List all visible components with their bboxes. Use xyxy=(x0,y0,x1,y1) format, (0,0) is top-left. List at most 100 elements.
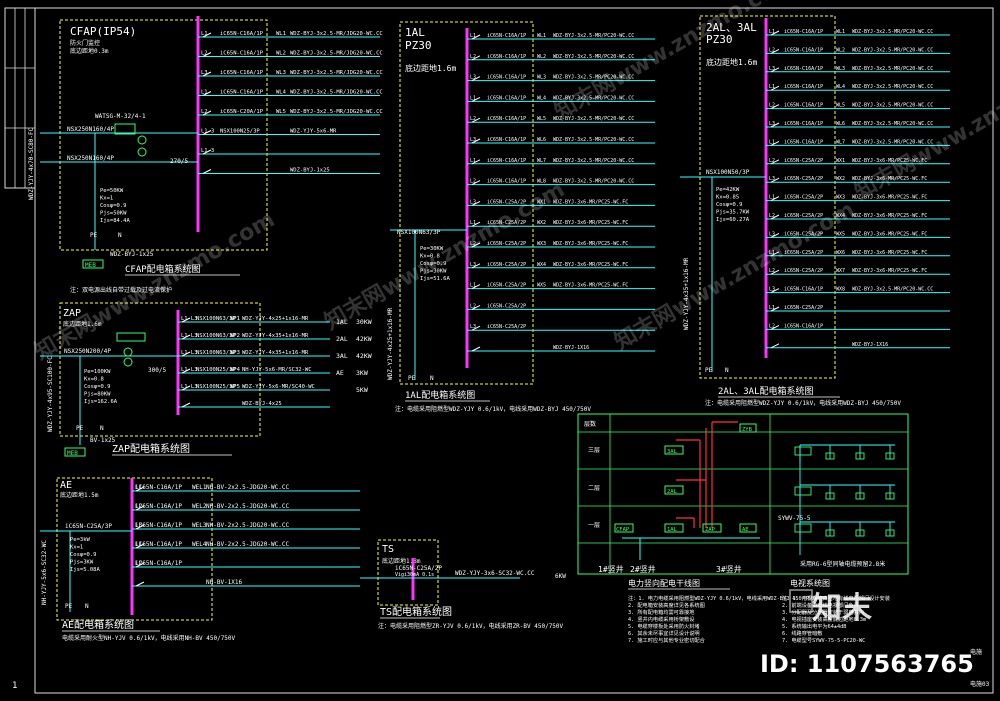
tv-caption: 电视系统图 xyxy=(790,578,830,588)
load-kw-label: 3KW xyxy=(356,369,368,377)
breaker-label: iC65N-C25A/2P xyxy=(487,262,526,268)
load-parameter: Ijs=84.4A xyxy=(100,218,130,224)
2al-3al-pe: PE xyxy=(705,367,713,374)
cable-label: WDZ-YJY-4x25+1x16-MR xyxy=(242,316,309,322)
circuit-id: WL5 xyxy=(836,103,845,109)
zap-meb: MEB xyxy=(67,450,78,457)
2al-3al-sub: PZ30 xyxy=(706,33,733,46)
phase-label: L1 xyxy=(135,541,143,548)
cable-label: WDZ-BYJ-3x6-MR/PC25-WC.FC xyxy=(553,262,628,268)
cable-label: NH-BV-2x2.5-JDG20-WC.CC xyxy=(206,522,289,529)
breaker-label: iC65N-C16A/1P xyxy=(220,31,264,37)
1al-circuit: L3 iC65N-C25A/2P xyxy=(467,324,655,331)
phase-label: L1 xyxy=(135,484,143,491)
cable-label: WDZ-BYJ-3x2.5-MR/PC20-WC.CC xyxy=(553,54,634,60)
riser-box-ae: AE xyxy=(742,527,749,533)
circuit-id: WX7 xyxy=(836,268,845,274)
cfap-sub2: 底边距地0.3m xyxy=(70,47,109,55)
phase-label: L1-L3 xyxy=(181,333,198,339)
phase-label: L1-L3 xyxy=(181,316,198,322)
riser-frame xyxy=(577,413,909,575)
circuit-id: WL4 xyxy=(537,95,546,101)
load-parameter: Pe=42KW xyxy=(716,187,740,193)
breaker-label: iC65N-C25A/2P xyxy=(784,250,823,256)
cable-label: WDZ-BYJ-3x2.5-MR/PC20-WC.CC xyxy=(553,137,634,143)
cable-label: WDZ-YJY-4x35+1x16-MR xyxy=(242,350,309,356)
ts-kw: 6KW xyxy=(555,573,566,580)
cable-label: WDZ-BYJ-3x2.5-MR/PC20-WC.CC xyxy=(852,103,933,109)
1al-caption: 1AL配电箱系统图 xyxy=(405,389,475,401)
circuit-id: WL4 xyxy=(276,90,287,96)
sheet-code: 电施03 xyxy=(970,680,990,688)
breaker-label: iC65N-C25A/2P xyxy=(784,231,823,237)
ts-breaker-2: Vigi30mA 0.1s xyxy=(395,572,434,578)
circuit-id: WEL3 xyxy=(192,522,207,529)
circuit-id: WL5 xyxy=(276,109,286,115)
riser-box-zyb: ZYB xyxy=(742,427,753,433)
phase-label: L2 xyxy=(201,51,208,57)
note-line: 注：1. 电力电缆采用阻燃型WDZ-YJY 0.6/1kV，电线采用WDZ-BY… xyxy=(628,594,817,602)
circuit-id: WL4 xyxy=(836,84,845,90)
note-line: 6. 其余未尽事宜详见设计说明 xyxy=(628,629,700,637)
tile-watermark: 知末网www.znzmo.com xyxy=(320,176,569,335)
phase-label: L1-3 xyxy=(201,129,214,135)
ae-incoming-cable: NH-YJY-5x6-SC32-WC xyxy=(41,540,48,605)
breaker-label: iC65N-C16A/1P xyxy=(784,287,823,293)
phase-label: L1 xyxy=(769,305,775,311)
note-line: 注：1. 电视系统由当地有线电视部门设计安装 xyxy=(782,594,890,602)
breaker-label: NSX100N63/3P xyxy=(196,316,236,322)
phase-label: L2 xyxy=(470,179,476,185)
cable-label: WDZ-BYJ-3x2.5-MR/JDG20-WC.CC xyxy=(290,51,383,57)
circuit-id: WP2 xyxy=(230,333,240,339)
note-line: 2. 前端设备由有线电视部门负责 xyxy=(782,601,859,609)
note-line: 3. 分配器及分支器安装于弱电井内 xyxy=(782,608,864,616)
ts-enclosure xyxy=(377,539,439,606)
phase-label: L3 xyxy=(470,262,476,268)
1al-pe: PE xyxy=(408,375,416,382)
ts-title: TS xyxy=(382,544,394,555)
breaker-label: iC65N-C16A/1P xyxy=(487,158,526,164)
breaker-label: iC65N-C16A/1P xyxy=(784,47,823,53)
breaker-label: iC65N-C16A/1P xyxy=(135,541,182,548)
1al-main-switch: NSX100N63/3P xyxy=(397,229,441,236)
phase-label: L1 xyxy=(769,139,775,145)
cable-label: WDZ-YJY-5x6-MR xyxy=(290,129,337,135)
breaker-label: iC65N-C25A/2P xyxy=(487,324,526,330)
circuit-id: WL2 xyxy=(836,47,845,53)
1al-n: N xyxy=(430,375,434,382)
note-line: 5. 系统输出电平为64±4dB xyxy=(782,622,846,630)
ae-circuit: NH-BV-1X16 xyxy=(132,579,360,587)
2al-3al-caption: 2AL、3AL配电箱系统图 xyxy=(718,385,814,397)
cfap-circuit: L1-3 xyxy=(198,148,380,155)
phase-label: L3 xyxy=(470,324,476,330)
load-parameter: Pe=50KW xyxy=(100,188,124,194)
circuit-id: WL1 xyxy=(836,29,845,35)
circuit-id: WL8 xyxy=(537,179,546,185)
breaker-label: iC65N-C16A/1P xyxy=(487,95,526,101)
cable-label: WDZ-BYJ-3x6-MR/PC25-WC.FC xyxy=(852,195,927,201)
load-parameter: Pjs=80KW xyxy=(84,392,111,398)
breaker-label: iC65N-C25A/2P xyxy=(487,241,526,247)
phase-label: L1 xyxy=(769,195,775,201)
zap-ct: 300/5 xyxy=(148,367,166,374)
breaker-label: iC65N-C25A/2P xyxy=(487,283,526,289)
load-parameter: Pe=3kW xyxy=(70,537,91,543)
cfap-sub1: 防火门监控 xyxy=(70,39,100,47)
phase-label: L3 xyxy=(769,287,775,293)
circuit-id: WEL1 xyxy=(192,484,207,491)
